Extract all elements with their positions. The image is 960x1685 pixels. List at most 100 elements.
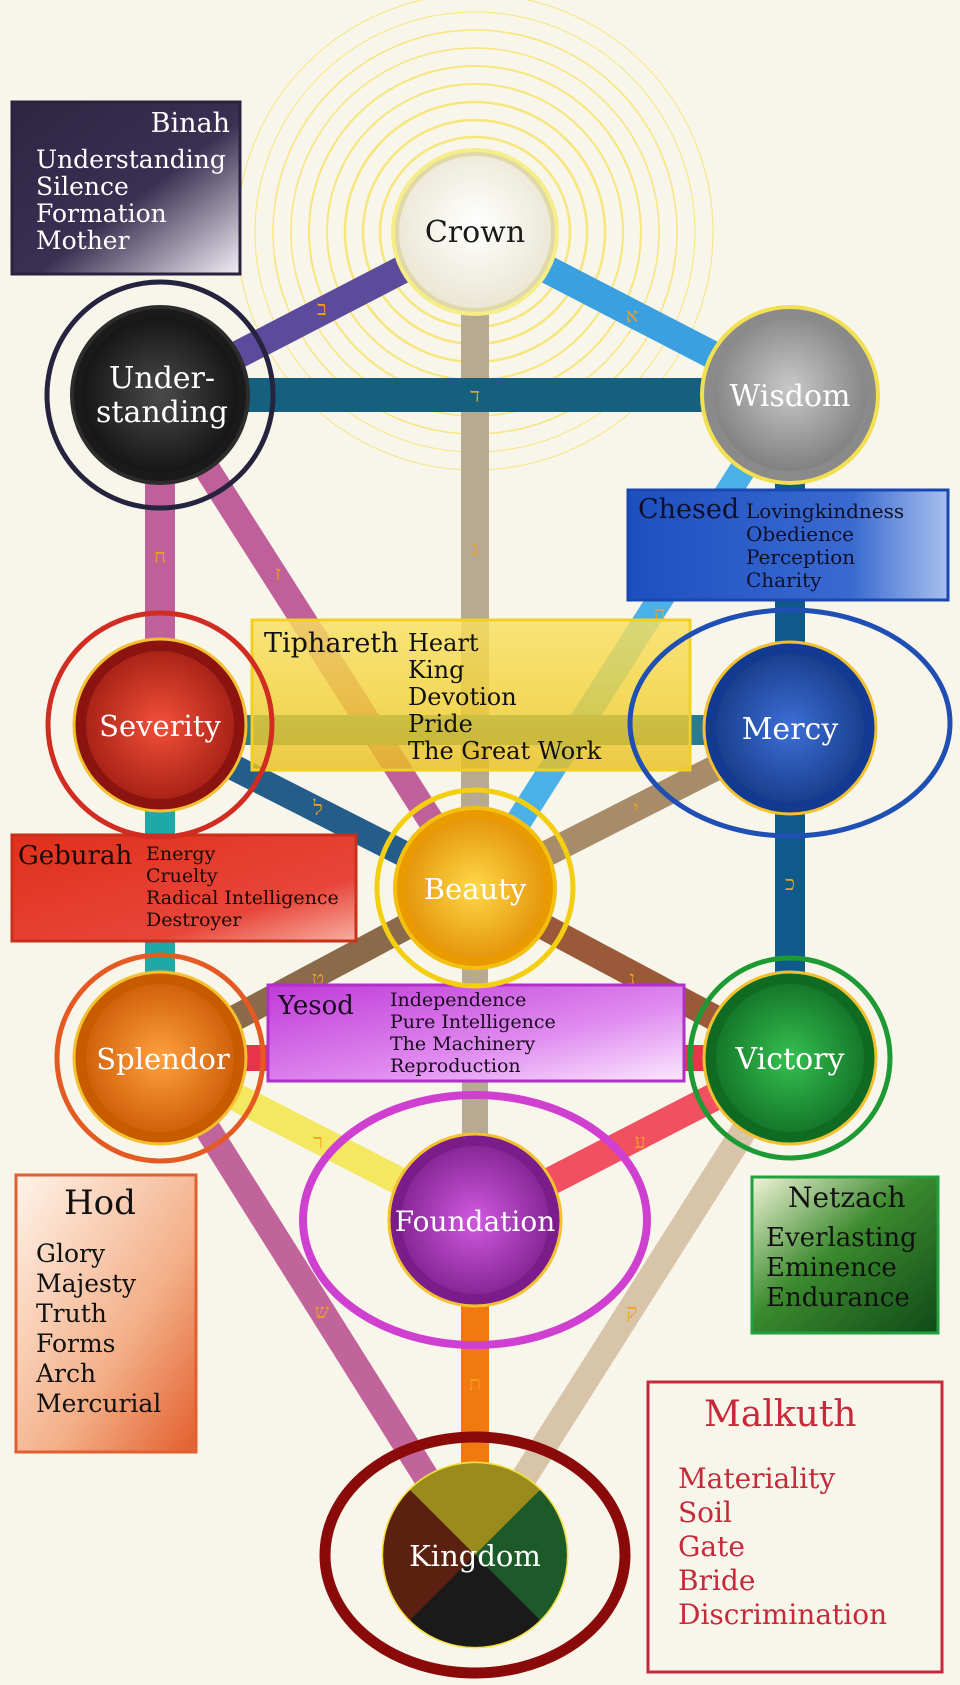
letter-mercy-beauty: י: [633, 796, 638, 820]
foundation-label: Foundation: [395, 1205, 556, 1238]
chesed-item: Charity: [746, 568, 822, 592]
chesed-item: Lovingkindness: [746, 499, 905, 523]
hod-title: Hod: [64, 1183, 136, 1223]
hod-panel: Hod Glory Majesty Truth Forms Arch Mercu…: [16, 1175, 196, 1452]
kingdom-ring: [319, 1431, 631, 1679]
hod-panel-bg: [14, 1173, 198, 1454]
sephirah-beauty[interactable]: Beauty: [393, 806, 557, 970]
tiphareth-title: Tiphareth: [264, 628, 399, 659]
splendor-label: Splendor: [96, 1042, 230, 1076]
geburah-item: Cruelty: [146, 865, 218, 887]
yesod-item: Reproduction: [390, 1055, 521, 1077]
malkuth-panel-bg: [646, 1380, 944, 1674]
sephirah-kingdom[interactable]: Kingdom: [381, 1461, 569, 1649]
sephirah-splendor[interactable]: Splendor: [72, 970, 248, 1146]
tiphareth-item: Heart: [408, 629, 479, 657]
tiphareth-item: Pride: [408, 710, 473, 738]
yesod-item: Independence: [390, 989, 527, 1011]
malkuth-item: Bride: [678, 1564, 756, 1597]
binah-title: Binah: [150, 108, 230, 139]
chesed-title: Chesed: [638, 494, 740, 525]
tiphareth-item: Devotion: [408, 683, 517, 711]
letter-splendor-foundation: ר: [313, 1129, 323, 1153]
mercy-ring: [627, 607, 953, 839]
sephirah-mercy[interactable]: Mercy: [702, 640, 878, 816]
severity-label: Severity: [99, 709, 221, 743]
letter-crown-understanding: ב: [317, 296, 327, 320]
binah-item: Understanding: [36, 145, 226, 174]
sephirah-crown[interactable]: Crown: [391, 148, 559, 316]
netzach-panel: Netzach Everlasting Eminence Endurance: [752, 1177, 938, 1333]
geburah-title: Geburah: [18, 841, 133, 871]
chesed-item: Perception: [746, 545, 856, 569]
letter-severity-beauty: ל: [312, 796, 322, 820]
letter-understanding-wisdom: ד: [470, 383, 480, 407]
tiphareth-item: King: [408, 656, 465, 684]
hod-item: Mercurial: [36, 1389, 162, 1418]
letter-splendor-kingdom: ש: [315, 1299, 329, 1323]
kingdom-label: Kingdom: [409, 1539, 541, 1573]
sephirah-wisdom[interactable]: Wisdom: [700, 305, 880, 485]
hod-item: Arch: [36, 1359, 97, 1388]
binah-item: Mother: [36, 226, 130, 255]
sephirah-foundation[interactable]: Foundation: [387, 1132, 563, 1308]
letter-crown-wisdom: א: [626, 303, 638, 327]
binah-item: Formation: [36, 199, 167, 228]
sephirah-severity[interactable]: Severity: [72, 637, 248, 813]
malkuth-panel: Malkuth Materiality Soil Gate Bride Disc…: [648, 1382, 942, 1672]
beauty-label: Beauty: [424, 872, 527, 906]
yesod-item: Pure Intelligence: [390, 1011, 556, 1033]
yesod-panel: Yesod Independence Pure Intelligence The…: [268, 985, 684, 1081]
malkuth-item: Discrimination: [678, 1598, 888, 1631]
wisdom-label: Wisdom: [729, 379, 850, 414]
yesod-panel-bg: [266, 983, 686, 1083]
letter-beauty-victory: נ: [629, 966, 636, 990]
geburah-item: Radical Intelligence: [146, 887, 339, 909]
sephirah-understanding[interactable]: Under- standing: [70, 305, 250, 485]
yesod-title: Yesod: [278, 991, 354, 1021]
understanding-ring: [44, 279, 276, 511]
path-letters: ב א ד ג ח ז ה ל י כ ט נ ר ע ש ק ת: [154, 296, 795, 1395]
binah-panel: Binah Understanding Silence Formation Mo…: [12, 102, 240, 274]
malkuth-title: Malkuth: [704, 1394, 857, 1435]
letter-wisdom-mercy: ה: [654, 601, 666, 625]
victory-ring: [687, 955, 893, 1161]
victory-label: Victory: [735, 1042, 845, 1077]
hod-item: Glory: [36, 1239, 106, 1268]
hod-item: Majesty: [36, 1269, 137, 1298]
splendor-ring: [54, 952, 266, 1164]
geburah-panel-bg: [10, 833, 358, 943]
path-splendor-kingdom: [151, 1051, 487, 1562]
netzach-title: Netzach: [788, 1181, 906, 1214]
netzach-item: Everlasting: [766, 1223, 917, 1253]
beauty-ring: [374, 787, 576, 989]
letter-crown-beauty: ג: [472, 536, 479, 560]
crown-label: Crown: [425, 215, 525, 250]
geburah-panel: Geburah Energy Cruelty Radical Intellige…: [12, 835, 356, 941]
malkuth-item: Soil: [678, 1496, 732, 1529]
tiphareth-item: The Great Work: [408, 737, 602, 765]
letter-understanding-beauty: ז: [275, 561, 281, 585]
malkuth-item: Gate: [678, 1530, 745, 1563]
letter-understanding-severity: ח: [154, 544, 166, 568]
malkuth-item: Materiality: [678, 1462, 836, 1495]
chesed-panel: Chesed Lovingkindness Obedience Percepti…: [628, 490, 948, 600]
netzach-item: Endurance: [766, 1283, 910, 1313]
sephirah-victory[interactable]: Victory: [702, 970, 878, 1146]
foundation-ring: [299, 1091, 651, 1349]
geburah-item: Energy: [146, 843, 216, 865]
binah-panel-bg: [10, 100, 242, 276]
netzach-panel-bg: [750, 1175, 940, 1335]
binah-item: Silence: [36, 172, 129, 201]
tiphareth-panel: Tiphareth Heart King Devotion Pride The …: [252, 620, 690, 770]
severity-ring: [45, 610, 275, 840]
tiphareth-panel-bg: [250, 618, 692, 772]
mercy-label: Mercy: [742, 712, 839, 747]
understanding-label-line1: Under-: [109, 361, 215, 396]
letter-victory-foundation: ע: [634, 1129, 645, 1153]
hod-item: Forms: [36, 1329, 116, 1358]
letter-victory-kingdom: ק: [627, 1299, 638, 1323]
yesod-item: The Machinery: [390, 1033, 536, 1055]
outline-rings: [44, 279, 953, 1679]
